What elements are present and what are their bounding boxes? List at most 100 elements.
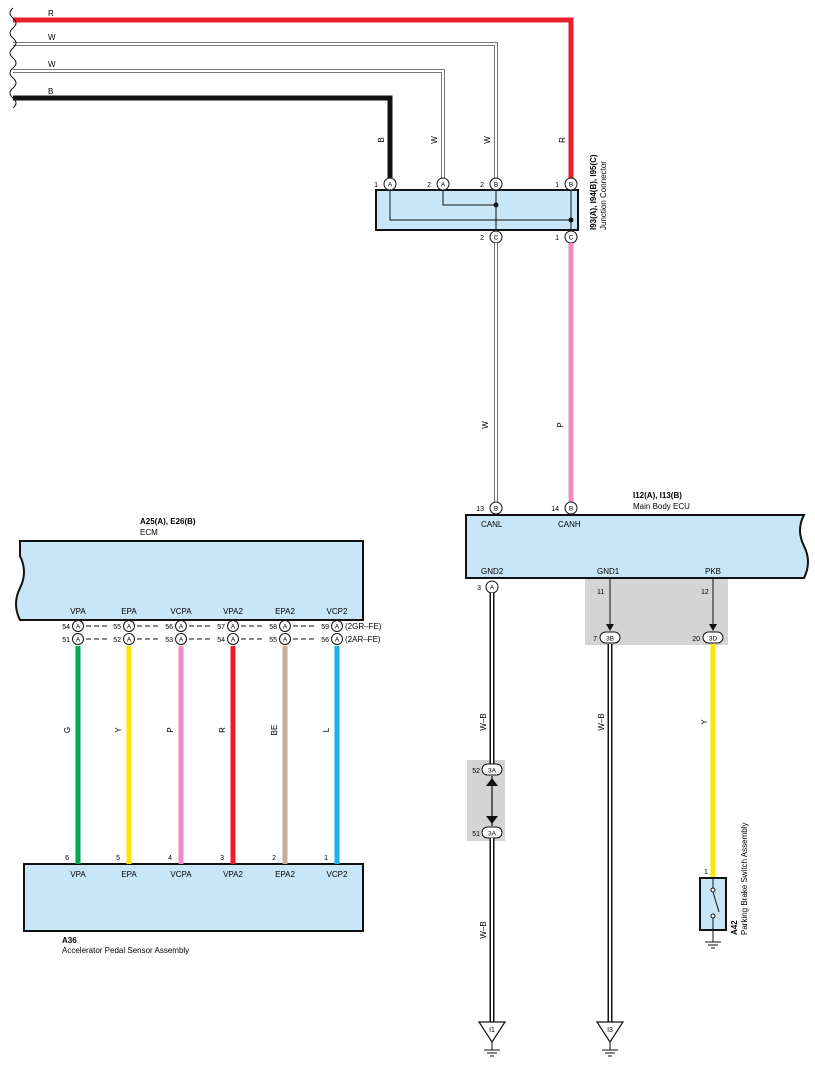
junction-pin-2c: C 2 [480,230,503,244]
ecm-pin-gr-tag-vcp2: A [335,624,340,631]
svg-text:3D: 3D [709,636,718,643]
ecm-pin-ar-vpa2 [227,633,239,645]
wire-white-2 [13,70,444,180]
ecm-pin-gr-num-vpa: 54 [62,624,70,631]
svg-text:C: C [569,235,574,242]
svg-text:20: 20 [692,636,700,643]
ecm-pin-gr-vcp2 [331,620,343,632]
conn-gnd1-3b: 3B 7 [593,631,621,644]
wire-label-b-top: B [48,87,53,96]
ecm-pin-gr-num-vpa2: 57 [217,624,225,631]
ecm-box [15,540,364,621]
ecm-pin-ar-num-vcp2: 56 [321,637,329,644]
svg-text:3B: 3B [606,636,614,643]
svg-text:C: C [494,235,499,242]
svg-text:52: 52 [472,768,480,775]
svg-text:3A: 3A [488,831,497,838]
sensor-pin-vcpa: 4 [168,855,172,862]
junction-pin-1a: A 1 [374,177,397,191]
svg-text:7: 7 [593,636,597,643]
sensor-terminal-vpa: VPA [70,870,86,879]
switch-contact [712,891,720,913]
sensor-pin-vcp2: 1 [324,855,328,862]
ecu-pin-canh: B 14 [551,501,578,515]
svg-text:B: B [569,182,573,189]
ecm-pin-gr-tag-epa: A [127,624,132,631]
svg-text:A: A [490,585,495,592]
ecm-pin-ar-num-vcpa: 53 [165,637,173,644]
ecm-pin-gr-tag-epa2: A [283,624,288,631]
ecu-label-canl: CANL [481,520,503,529]
ecm-pin-gr-vpa2 [227,620,239,632]
wire-label-vcpa: P [166,727,175,732]
svg-text:1: 1 [374,182,378,189]
main-body-ecu-title: I12(A), I13(B) [633,491,682,500]
ecm-pin-gr-num-vcp2: 59 [321,624,329,631]
wire-label-p-down: P [556,422,565,427]
ecm-variant-gr: (2GR–FE) [345,622,382,631]
svg-text:B: B [494,506,498,513]
ecm-pin-ar-vcpa [175,633,187,645]
ecm-pin-ar-num-epa2: 55 [269,637,277,644]
junction-connector: A 1 A 2 B 2 B 1 C 2 C 1 I93(A), I94(B), [374,154,608,244]
ecm-pin-gr-num-epa: 55 [113,624,121,631]
svg-text:13: 13 [476,506,484,513]
wire-red-top [13,17,574,180]
ecm-terminal-epa: EPA [121,607,137,616]
ecm-pin-ar-num-epa: 52 [113,637,121,644]
svg-text:I1: I1 [489,1027,495,1034]
ecm-pin-ar-num-vpa: 51 [62,637,70,644]
splice-arrow-down [486,816,498,824]
gnd2-wire-chain: W–B 3A 52 3A 51 W–B I1 [472,593,507,1057]
accelerator-pedal-sensor: A36 Accelerator Pedal Sensor Assembly [23,863,364,955]
svg-text:2: 2 [427,182,431,189]
wire-label-w1-vertical: W [430,136,439,144]
sensor-pin-vpa: 6 [65,855,69,862]
ecm-terminal-vcp2: VCP2 [327,607,348,616]
svg-text:3: 3 [477,585,481,592]
svg-text:51: 51 [472,831,480,838]
ecm-pin-ar-epa [123,633,135,645]
svg-text:1: 1 [555,182,559,189]
main-body-ecu: I12(A), I13(B) Main Body ECU B 13 B 14 C… [465,491,809,644]
wire-label-wb-gnd2: W–B [479,713,488,730]
svg-text:I3: I3 [607,1027,613,1034]
junction-title: I93(A), I94(B), I95(C) [589,154,598,230]
ecm-pin-gr-num-epa2: 58 [269,624,277,631]
ecm-pin-ar-vpa [72,633,84,645]
ecm-pin-ar-tag-epa2: A [283,637,288,644]
junction-pin-1c: C 1 [555,230,578,244]
sensor-pin-epa2: 2 [272,855,276,862]
sensor-terminal-epa2: EPA2 [275,870,295,879]
ecu-label-gnd2: GND2 [481,567,504,576]
ecm-terminal-epa2: EPA2 [275,607,295,616]
ecu-pin-gnd1-num: 11 [597,589,604,596]
svg-text:1: 1 [555,235,559,242]
ecm-pin-gr-epa [123,620,135,632]
ecu-internal-gnd1-arrow [606,624,614,631]
ground-i3: I3 [595,1021,625,1057]
svg-text:2: 2 [480,235,484,242]
gnd1-wire-chain: W–B I3 [595,644,625,1057]
wire-label-wb-gnd1: W–B [597,713,606,730]
splice-bottom-3a: 3A 51 [472,826,503,839]
ecu-internal-pkb-arrow [709,624,717,631]
ground-i1: I1 [477,1021,507,1057]
svg-text:A: A [388,182,393,189]
ecm-subtitle: ECM [140,528,158,537]
wire-label-r-vertical: R [558,137,567,143]
sensor-terminal-vcp2: VCP2 [327,870,348,879]
wire-label-y-pkb: Y [700,719,709,725]
svg-text:3A: 3A [488,768,497,775]
ecm-terminal-vpa: VPA [70,607,86,616]
ecm-title: A25(A), E26(B) [140,517,196,526]
ecu-label-canh: CANH [558,520,581,529]
junction-node-2 [568,217,574,223]
junction-box [375,189,579,231]
junction-pin-2b: B 2 [480,177,503,191]
ecm-pin-gr-tag-vcpa: A [179,624,184,631]
sensor-code: A36 [62,936,77,945]
ecm-terminals: VPAA54A51EPAA55A52VCPAA56A53VPA2A57A54EP… [62,607,348,645]
ecm-pin-gr-tag-vpa2: A [231,624,236,631]
